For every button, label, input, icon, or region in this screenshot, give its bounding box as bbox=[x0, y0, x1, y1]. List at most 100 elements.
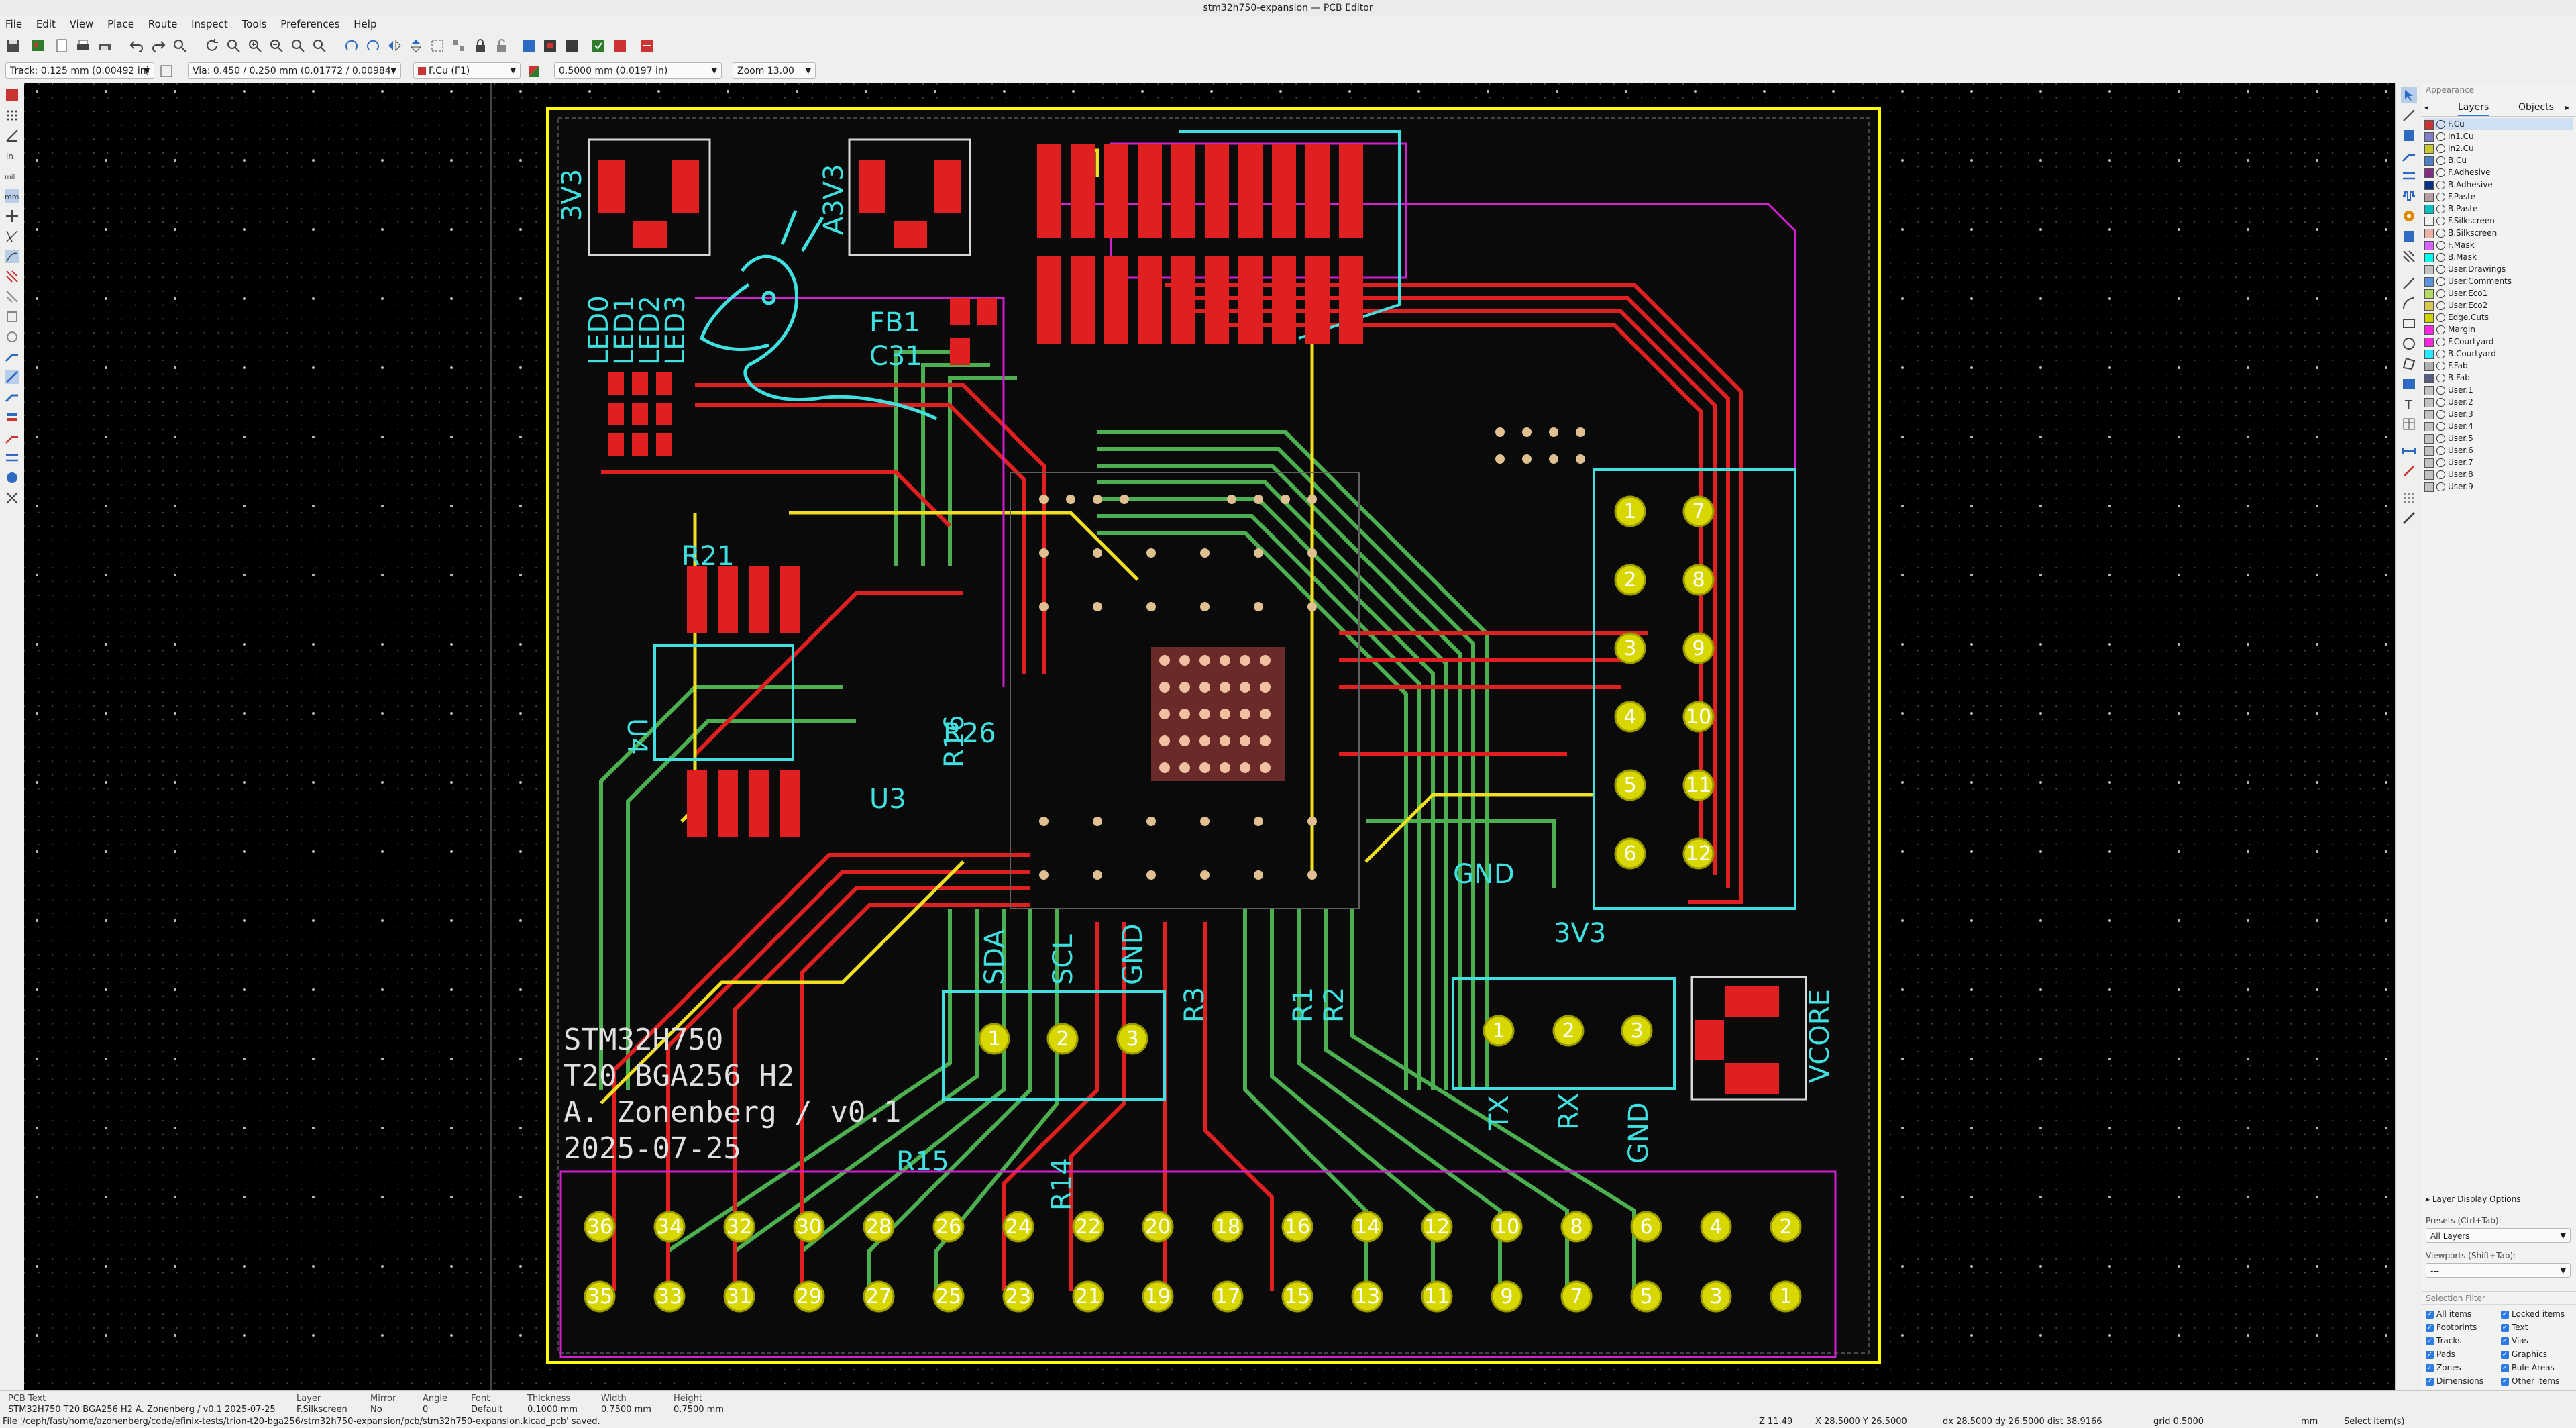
eye-icon[interactable] bbox=[2436, 241, 2445, 250]
layer-row[interactable]: User.Eco2 bbox=[2424, 299, 2487, 311]
add-text-icon[interactable]: T bbox=[2401, 396, 2417, 412]
add-zone-icon[interactable] bbox=[2401, 228, 2417, 244]
lock-icon[interactable] bbox=[472, 38, 488, 54]
eye-icon[interactable] bbox=[2436, 168, 2445, 177]
grid-toggle-icon[interactable] bbox=[4, 107, 20, 123]
layer-row[interactable]: B.Cu bbox=[2424, 154, 2467, 166]
menu-tools[interactable]: Tools bbox=[241, 18, 267, 30]
layer-color-swatch[interactable] bbox=[2424, 216, 2434, 226]
eye-icon[interactable] bbox=[2436, 470, 2445, 479]
layer-pair-icon[interactable] bbox=[526, 63, 542, 79]
eye-icon[interactable] bbox=[2436, 386, 2445, 395]
refresh-icon[interactable] bbox=[204, 38, 220, 54]
board-title-line-2[interactable]: T20 BGA256 H2 bbox=[564, 1059, 794, 1093]
filter-graphics[interactable]: ✓Graphics bbox=[2501, 1349, 2547, 1359]
properties-icon[interactable] bbox=[4, 470, 20, 486]
layer-color-swatch[interactable] bbox=[2424, 470, 2434, 480]
layer-row[interactable]: B.Mask bbox=[2424, 251, 2477, 263]
draw-polygon-icon[interactable] bbox=[2401, 356, 2417, 372]
eye-icon[interactable] bbox=[2436, 277, 2445, 286]
rotate-ccw-icon[interactable] bbox=[343, 38, 360, 54]
netlist-icon[interactable] bbox=[521, 38, 537, 54]
menu-route[interactable]: Route bbox=[148, 18, 178, 30]
filter-rule-areas[interactable]: ✓Rule Areas bbox=[2501, 1363, 2555, 1372]
layer-color-swatch[interactable] bbox=[2424, 240, 2434, 250]
track-sketch-icon[interactable] bbox=[4, 349, 20, 365]
add-table-icon[interactable] bbox=[2401, 416, 2417, 432]
layer-display-options-toggle[interactable]: ▸ Layer Display Options bbox=[2426, 1194, 2521, 1204]
eye-icon[interactable] bbox=[2436, 205, 2445, 213]
menu-edit[interactable]: Edit bbox=[36, 18, 56, 30]
filter-zones[interactable]: ✓Zones bbox=[2426, 1363, 2461, 1372]
measure-icon[interactable] bbox=[2401, 510, 2417, 526]
tools-icon[interactable] bbox=[4, 490, 20, 506]
layer-row[interactable]: User.5 bbox=[2424, 432, 2473, 444]
eye-icon[interactable] bbox=[2436, 301, 2445, 310]
layer-color-swatch[interactable] bbox=[2424, 385, 2434, 395]
eye-icon[interactable] bbox=[2436, 422, 2445, 431]
layer-row[interactable]: F.Cu bbox=[2424, 118, 2573, 130]
presets-select[interactable]: All Layers▼ bbox=[2426, 1228, 2571, 1243]
pad-sketch-icon[interactable] bbox=[4, 309, 20, 325]
layer-row[interactable]: F.Adhesive bbox=[2424, 166, 2490, 178]
board-setup-icon[interactable] bbox=[30, 38, 46, 54]
auto-track-width-icon[interactable] bbox=[158, 63, 174, 79]
eye-icon[interactable] bbox=[2436, 350, 2445, 358]
eye-icon[interactable] bbox=[2436, 289, 2445, 298]
zoom-select[interactable]: Zoom 13.00▼ bbox=[733, 62, 816, 79]
ratsnest-icon[interactable] bbox=[4, 228, 20, 244]
scripting-icon[interactable] bbox=[639, 38, 655, 54]
layer-row[interactable]: User.1 bbox=[2424, 384, 2473, 396]
track-width-select[interactable]: Track: 0.125 mm (0.00492 in)▼ bbox=[5, 62, 154, 79]
board-title-line-1[interactable]: STM32H750 bbox=[564, 1023, 723, 1057]
eye-icon[interactable] bbox=[2436, 265, 2445, 274]
mirror-v-icon[interactable] bbox=[408, 38, 424, 54]
page-settings-icon[interactable] bbox=[54, 38, 70, 54]
filter-footprints[interactable]: ✓Footprints bbox=[2426, 1323, 2477, 1332]
layer-row[interactable]: F.Courtyard bbox=[2424, 336, 2494, 348]
layer-row[interactable]: B.Paste bbox=[2424, 203, 2477, 215]
menu-preferences[interactable]: Preferences bbox=[280, 18, 340, 30]
layer-row[interactable]: In1.Cu bbox=[2424, 130, 2474, 142]
mirror-h-icon[interactable] bbox=[386, 38, 402, 54]
layer-row[interactable]: User.7 bbox=[2424, 456, 2473, 468]
zoom-out-icon[interactable] bbox=[268, 38, 284, 54]
layer-row[interactable]: User.9 bbox=[2424, 480, 2473, 493]
eye-icon[interactable] bbox=[2436, 229, 2445, 238]
layer-row[interactable]: B.Fab bbox=[2424, 372, 2470, 384]
layer-row[interactable]: User.3 bbox=[2424, 408, 2473, 420]
units-inch-icon[interactable]: in bbox=[4, 148, 20, 164]
add-via-icon[interactable] bbox=[2401, 208, 2417, 224]
ungroup-icon[interactable] bbox=[451, 38, 467, 54]
drc-marker-icon[interactable] bbox=[4, 87, 20, 103]
layer-color-swatch[interactable] bbox=[2424, 434, 2434, 444]
footprint-editor-icon[interactable] bbox=[542, 38, 558, 54]
layer-color-swatch[interactable] bbox=[2424, 144, 2434, 154]
polar-coords-icon[interactable] bbox=[4, 128, 20, 144]
layer-row[interactable]: Edge.Cuts bbox=[2424, 311, 2489, 323]
board-title-line-3[interactable]: A. Zonenberg / v0.1 bbox=[564, 1095, 901, 1129]
layer-color-swatch[interactable] bbox=[2424, 397, 2434, 407]
layer-color-swatch[interactable] bbox=[2424, 349, 2434, 359]
filter-vias[interactable]: ✓Vias bbox=[2501, 1336, 2528, 1345]
filter-all-items[interactable]: ✓All items bbox=[2426, 1309, 2472, 1319]
tab-objects[interactable]: Objects bbox=[2518, 102, 2554, 113]
layer-select[interactable]: F.Cu (F1)▼ bbox=[413, 62, 521, 79]
filter-locked-items[interactable]: ✓Locked items bbox=[2501, 1309, 2565, 1319]
eye-icon[interactable] bbox=[2436, 398, 2445, 407]
rule-area-icon[interactable] bbox=[2401, 248, 2417, 264]
via-size-select[interactable]: Via: 0.450 / 0.250 mm (0.01772 / 0.00984… bbox=[188, 62, 401, 93]
delete-tool-icon[interactable] bbox=[2401, 463, 2417, 479]
layer-row[interactable]: In2.Cu bbox=[2424, 142, 2474, 154]
layer-row[interactable]: B.Adhesive bbox=[2424, 178, 2493, 191]
eye-icon[interactable] bbox=[2436, 338, 2445, 346]
layer-color-swatch[interactable] bbox=[2424, 252, 2434, 262]
layer-color-swatch[interactable] bbox=[2424, 168, 2434, 178]
layer-row[interactable]: User.8 bbox=[2424, 468, 2473, 480]
layer-color-swatch[interactable] bbox=[2424, 276, 2434, 287]
rotate-cw-icon[interactable] bbox=[365, 38, 381, 54]
footprint-browser-icon[interactable] bbox=[564, 38, 580, 54]
filter-text[interactable]: ✓Text bbox=[2501, 1323, 2528, 1332]
eye-icon[interactable] bbox=[2436, 156, 2445, 165]
select-icon[interactable] bbox=[2401, 87, 2417, 103]
